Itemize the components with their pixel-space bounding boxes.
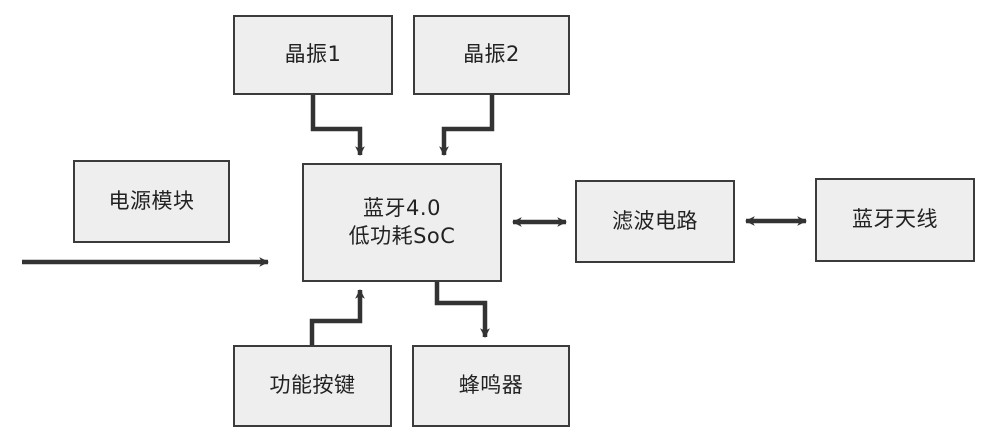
- node-power-module-label: 电源模块: [108, 188, 195, 213]
- node-buzzer-label: 蜂鸣器: [458, 373, 524, 398]
- connector-crystal2-to-soc: [439, 95, 495, 157]
- node-bluetooth-antenna[interactable]: 蓝牙天线: [815, 178, 975, 262]
- node-crystal1-label: 晶振1: [284, 42, 342, 67]
- node-crystal2-label: 晶振2: [463, 42, 520, 67]
- node-crystal1[interactable]: 晶振1: [233, 15, 393, 95]
- connector-soc-to-buzzer: [434, 282, 490, 339]
- node-bluetooth-soc[interactable]: 蓝牙4.0 低功耗SoC: [302, 163, 502, 282]
- connector-crystal1-to-soc: [310, 95, 365, 157]
- node-bluetooth-soc-label: 蓝牙4.0 低功耗SoC: [348, 195, 456, 248]
- node-filter-circuit[interactable]: 滤波电路: [575, 180, 735, 263]
- node-power-module[interactable]: 电源模块: [73, 160, 230, 243]
- node-filter-circuit-label: 滤波电路: [612, 208, 698, 233]
- node-function-button[interactable]: 功能按键: [233, 345, 392, 427]
- node-function-button-label: 功能按键: [269, 373, 356, 398]
- connector-button-to-soc: [309, 288, 365, 345]
- node-bluetooth-antenna-label: 蓝牙天线: [852, 207, 938, 232]
- node-buzzer[interactable]: 蜂鸣器: [412, 345, 570, 427]
- node-crystal2[interactable]: 晶振2: [413, 15, 570, 95]
